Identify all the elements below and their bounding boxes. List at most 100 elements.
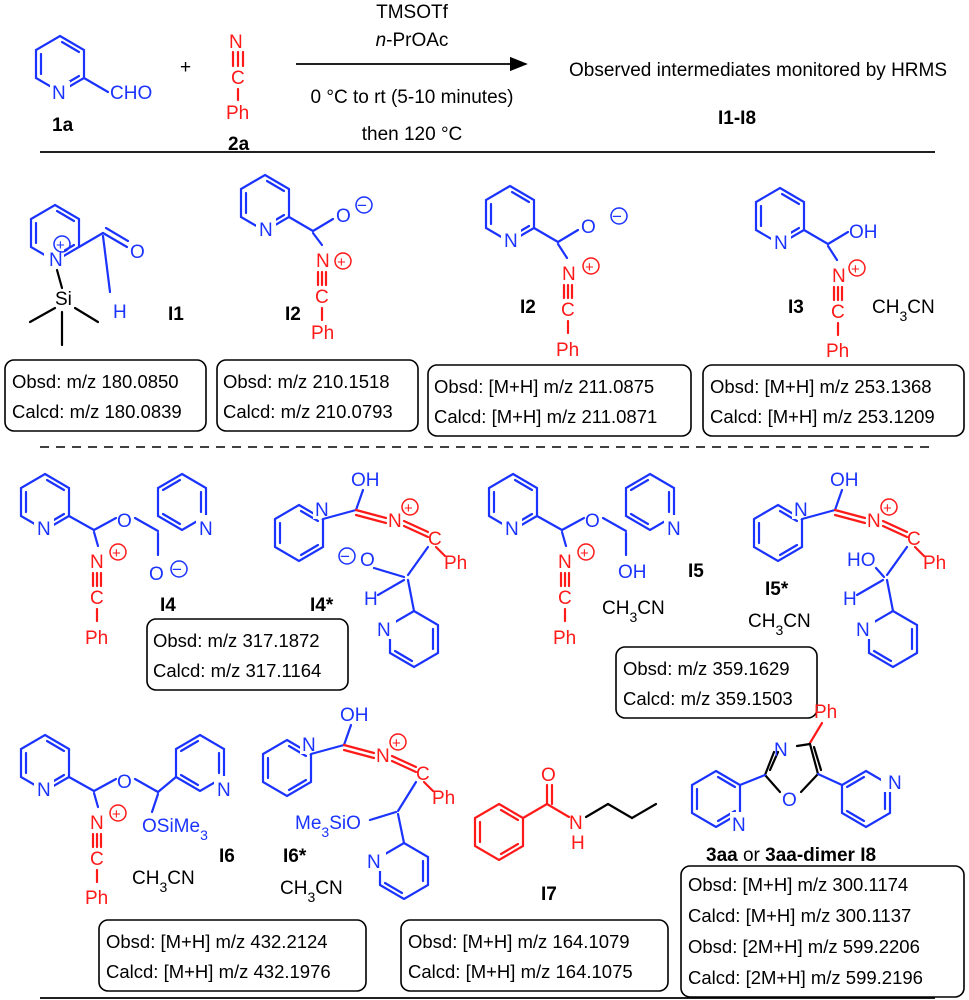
svg-text:Obsd: [M+H] m/z 432.2124: Obsd: [M+H] m/z 432.2124 [106, 931, 328, 952]
svg-text:−: − [357, 196, 367, 215]
svg-text:C: C [90, 849, 104, 870]
result-range: I1-I8 [718, 108, 756, 129]
label-I6: I6 [219, 846, 235, 867]
svg-text:C: C [561, 300, 575, 321]
svg-text:N: N [315, 500, 329, 521]
label-I5-star: I5* [765, 579, 789, 600]
solvent-acetonitrile: CH3CN [602, 598, 665, 625]
atom-c: C [231, 68, 245, 89]
svg-text:Calcd: m/z 359.1503: Calcd: m/z 359.1503 [623, 688, 793, 709]
svg-text:+: + [585, 259, 594, 276]
structure-I5-star: N OH N + C Ph HO H N I5* CH3CN [748, 470, 946, 669]
svg-text:N: N [562, 264, 576, 285]
svg-text:+: + [580, 545, 589, 562]
svg-text:+: + [56, 237, 65, 254]
svg-text:+: + [392, 735, 401, 752]
svg-text:Ph: Ph [311, 323, 334, 344]
svg-text:N: N [504, 231, 518, 252]
svg-text:N: N [302, 735, 316, 756]
solvent-acetonitrile: CH3CN [748, 611, 811, 638]
svg-text:Obsd: [M+H] m/z 164.1079: Obsd: [M+H] m/z 164.1079 [408, 931, 630, 952]
svg-text:N: N [794, 500, 808, 521]
svg-text:Calcd: [M+H] m/z 164.1075: Calcd: [M+H] m/z 164.1075 [408, 961, 633, 982]
svg-text:C: C [315, 287, 329, 308]
hrms-box-I8: Obsd: [M+H] m/z 300.1174 Calcd: [M+H] m/… [680, 865, 965, 998]
svg-text:Obsd: [2M+H] m/z 599.2206: Obsd: [2M+H] m/z 599.2206 [688, 936, 920, 957]
svg-text:Calcd: [M+H] m/z 432.1976: Calcd: [M+H] m/z 432.1976 [106, 961, 331, 982]
svg-text:Obsd: m/z 317.1872: Obsd: m/z 317.1872 [153, 630, 320, 651]
svg-text:OH: OH [340, 705, 369, 726]
label-I7: I7 [541, 884, 557, 905]
svg-text:N: N [316, 251, 330, 272]
label-I2: I2 [520, 297, 536, 318]
svg-text:N: N [667, 519, 681, 540]
svg-text:Ph: Ph [432, 788, 455, 809]
compound-label-2a: 2a [228, 134, 250, 155]
svg-text:O: O [130, 242, 145, 263]
svg-text:O: O [360, 550, 375, 571]
solvent-acetonitrile: CH3CN [132, 868, 195, 895]
svg-text:C: C [907, 529, 921, 550]
svg-text:Calcd: [M+H] m/z 253.1209: Calcd: [M+H] m/z 253.1209 [710, 406, 935, 427]
svg-text:OH: OH [618, 562, 647, 583]
hrms-box-I3: Obsd: [M+H] m/z 253.1368 Calcd: [M+H] m/… [702, 364, 965, 437]
svg-text:N: N [377, 620, 391, 641]
reactant-2a: N C Ph 2a [226, 32, 250, 155]
svg-text:−: − [172, 560, 182, 579]
svg-text:+: + [404, 500, 413, 517]
svg-text:Obsd: [M+H] m/z 211.0875: Obsd: [M+H] m/z 211.0875 [434, 376, 654, 397]
hrms-box-I5: Obsd: m/z 359.1629 Calcd: m/z 359.1503 [615, 646, 818, 719]
svg-text:Calcd: m/z 180.0839: Calcd: m/z 180.0839 [12, 401, 182, 422]
svg-text:N: N [569, 813, 583, 834]
svg-text:O: O [336, 206, 351, 227]
atom-n: N [52, 83, 66, 104]
structure-I2b: N O − N + C Ph I2 [484, 184, 628, 361]
svg-text:C: C [90, 588, 104, 609]
structure-3aa: Ph N O N N 3aa or 3aa-dimer I8 [690, 702, 909, 866]
svg-text:N: N [558, 552, 572, 573]
svg-text:Ph: Ph [556, 340, 579, 361]
svg-text:N: N [49, 250, 63, 271]
hrms-box-I7: Obsd: [M+H] m/z 164.1079 Calcd: [M+H] m/… [400, 919, 669, 992]
label-I3: I3 [788, 297, 804, 318]
svg-text:then 120 °C: then 120 °C [362, 124, 463, 145]
svg-text:O: O [149, 564, 164, 585]
solvent-acetonitrile: CH3CN [280, 878, 343, 905]
compound-label-1a: 1a [52, 115, 74, 136]
label-I4-star: I4* [310, 595, 334, 616]
label-I6-star: I6* [283, 846, 307, 867]
svg-text:C: C [416, 764, 430, 785]
svg-text:Ph: Ph [826, 341, 849, 362]
svg-text:OH: OH [849, 222, 878, 243]
svg-text:TMSOTf: TMSOTf [376, 2, 448, 23]
svg-text:N: N [376, 746, 390, 767]
svg-text:OSiMe3: OSiMe3 [142, 816, 208, 843]
svg-text:O: O [782, 790, 797, 811]
svg-text:Obsd: [M+H] m/z 253.1368: Obsd: [M+H] m/z 253.1368 [710, 376, 932, 397]
svg-text:N: N [832, 266, 846, 287]
svg-text:O: O [117, 511, 132, 532]
svg-text:Obsd: m/z 180.0850: Obsd: m/z 180.0850 [12, 371, 179, 392]
structure-I6-star: N OH N + C Ph Me3SiO N I6* CH3CN [261, 705, 455, 905]
reaction-conditions: TMSOTf n-PrOAc 0 °C to rt (5-10 minutes)… [296, 2, 528, 145]
atom-n: N [229, 32, 243, 53]
hrms-box-I4: Obsd: m/z 317.1872 Calcd: m/z 317.1164 [146, 618, 349, 691]
svg-text:N: N [774, 233, 788, 254]
aldehyde-group: CHO [110, 83, 152, 104]
svg-text:−: − [340, 547, 350, 566]
plus-sign: + [180, 57, 191, 78]
label-I5: I5 [688, 561, 704, 582]
svg-text:Ph: Ph [814, 702, 837, 723]
svg-text:O: O [585, 511, 600, 532]
structure-I6: N O N OSiMe3 N + C Ph CH3CN I6 [19, 733, 235, 909]
hrms-box-I1: Obsd: m/z 180.0850 Calcd: m/z 180.0839 [4, 359, 207, 432]
svg-text:C: C [558, 588, 572, 609]
structure-I1: N + O H Si I1 [28, 203, 184, 347]
svg-text:Calcd: m/z 317.1164: Calcd: m/z 317.1164 [153, 660, 321, 681]
svg-text:H: H [843, 589, 857, 610]
hrms-box-I6: Obsd: [M+H] m/z 432.2124 Calcd: [M+H] m/… [98, 919, 367, 992]
structure-I5: N O N OH N + C Ph CH3CN I5 [487, 472, 704, 649]
svg-text:N: N [856, 620, 870, 641]
svg-text:Ph: Ph [553, 628, 576, 649]
svg-text:C: C [428, 529, 442, 550]
